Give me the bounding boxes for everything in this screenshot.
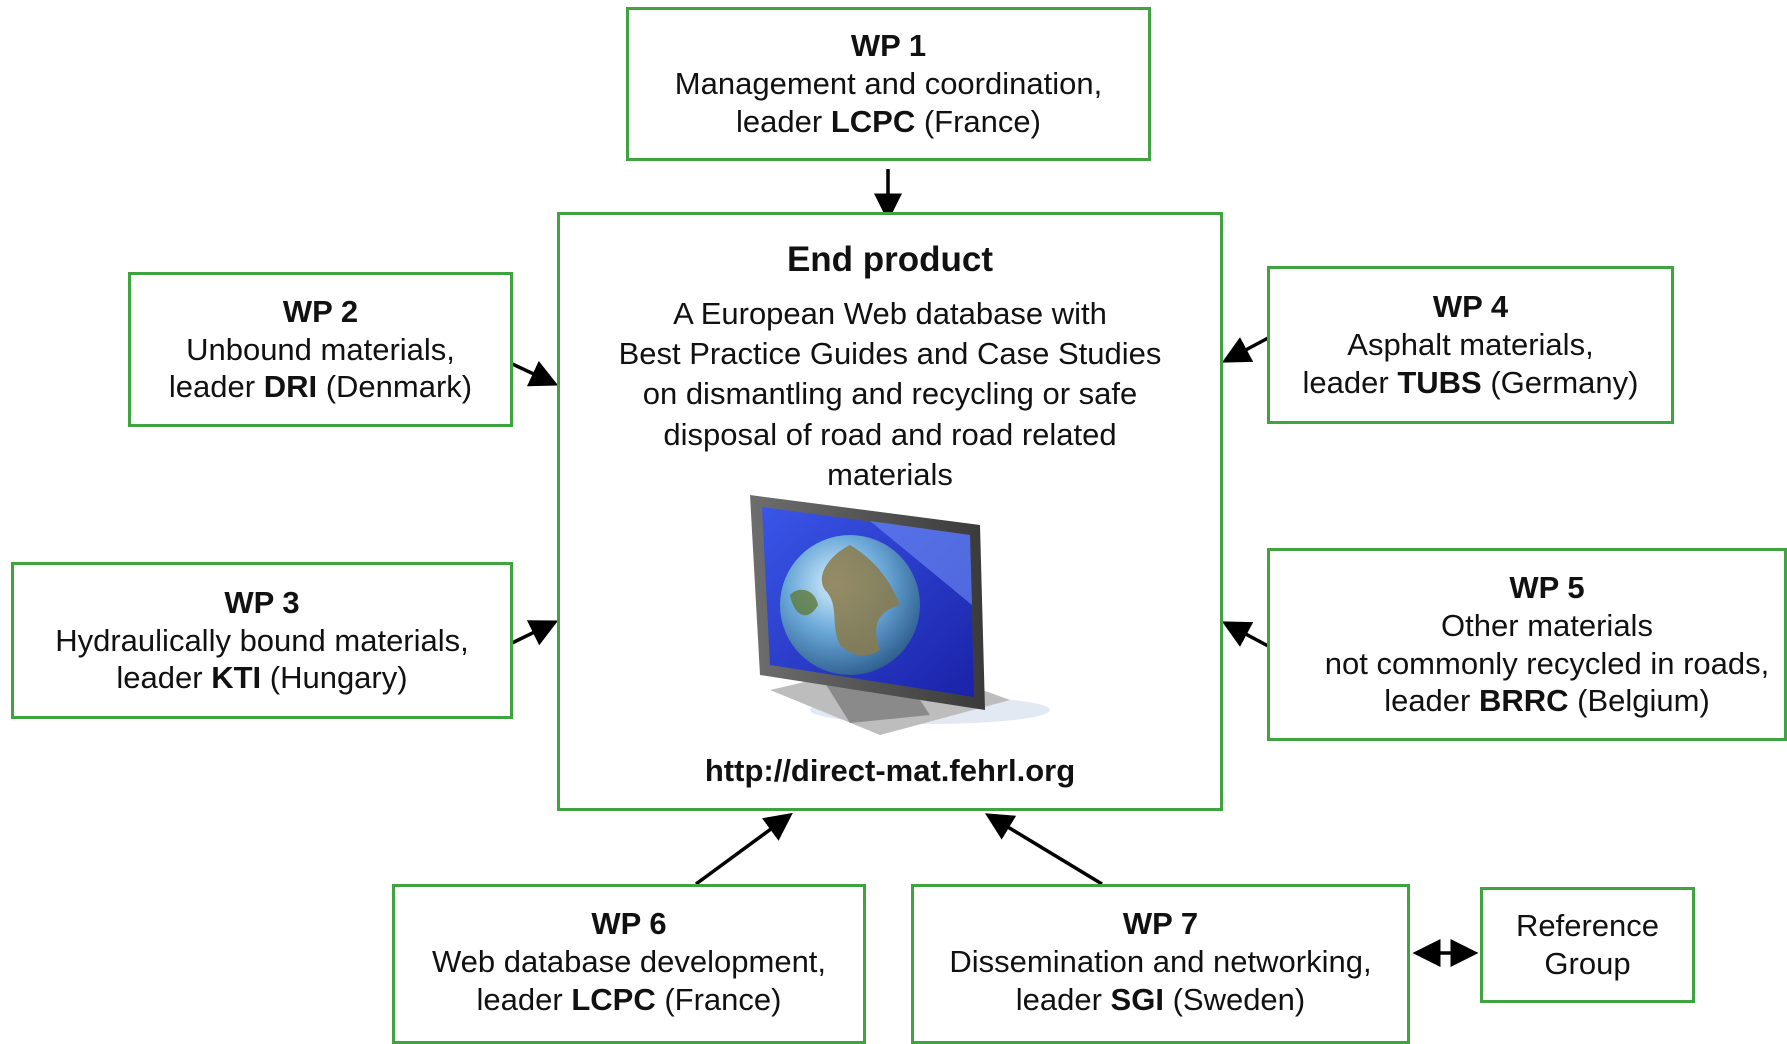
wp4-leader: TUBS: [1397, 364, 1482, 400]
wp3-title: WP 3: [224, 584, 300, 620]
wp2-title: WP 2: [282, 293, 359, 329]
arrow-wp5: [1221, 621, 1271, 649]
wp5-description-2: not commonly recycled in roads,: [1324, 645, 1770, 681]
wp4-title: WP 4: [1432, 289, 1509, 325]
computer-monitor-globe-icon: [750, 495, 1050, 735]
wp5-box: WP 5 Other materials not commonly recycl…: [1267, 548, 1787, 741]
wp4-box: WP 4 Asphalt materials, leader TUBS (Ger…: [1267, 266, 1674, 424]
end-product-description: A European Web database with Best Practi…: [618, 295, 1162, 492]
reference-group-line1: Reference: [1515, 908, 1660, 944]
wp3-leader-line: leader KTI (Hungary): [116, 660, 408, 696]
arrow-wp6: [694, 812, 793, 886]
arrow-wp4: [1221, 335, 1271, 363]
reference-group-box: Reference Group: [1480, 887, 1695, 1003]
wp2-box: WP 2 Unbound materials, leader DRI (Denm…: [128, 272, 513, 427]
wp1-title: WP 1: [850, 28, 927, 64]
wp1-leader: LCPC: [830, 103, 916, 139]
wp5-title: WP 5: [1509, 569, 1585, 605]
wp1-box: WP 1 Management and coordination, leader…: [626, 7, 1151, 161]
wp7-leader: SGI: [1110, 981, 1164, 1017]
end-product-title: End product: [786, 240, 994, 279]
wp6-title: WP 6: [591, 906, 667, 941]
wp5-leader: BRRC: [1478, 683, 1569, 719]
wp7-box: WP 7 Dissemination and networking, leade…: [911, 884, 1410, 1044]
wp2-leader: DRI: [263, 369, 318, 405]
wp3-description: Hydraulically bound materials,: [55, 622, 469, 658]
wp2-leader-line: leader DRI (Denmark): [168, 369, 473, 405]
wp7-leader-line: leader SGI (Sweden): [1015, 981, 1306, 1017]
end-product-url[interactable]: http://direct-mat.fehrl.org: [704, 753, 1076, 789]
wp7-description: Dissemination and networking,: [949, 943, 1372, 979]
wp3-leader: KTI: [211, 660, 262, 696]
arrow-wp3: [507, 620, 559, 647]
end-product-box: End product A European Web database with…: [557, 212, 1223, 811]
arrow-wp7: [985, 813, 1103, 886]
reference-group-line2: Group: [1544, 946, 1631, 981]
wp6-box: WP 6 Web database development, leader LC…: [392, 884, 866, 1044]
wp4-leader-line: leader TUBS (Germany): [1302, 364, 1639, 400]
wp5-description: Other materials: [1441, 607, 1653, 643]
wp6-leader-line: leader LCPC (France): [476, 981, 782, 1017]
wp2-description: Unbound materials,: [186, 331, 455, 367]
arrow-wp2: [507, 360, 559, 387]
wp6-description: Web database development,: [431, 943, 827, 979]
wp7-title: WP 7: [1122, 906, 1199, 941]
wp5-leader-line: leader BRRC (Belgium): [1384, 683, 1710, 719]
wp4-description: Asphalt materials,: [1347, 327, 1594, 363]
wp3-box: WP 3 Hydraulically bound materials, lead…: [11, 562, 513, 719]
wp1-description: Management and coordination,: [674, 66, 1103, 102]
wp6-leader: LCPC: [571, 981, 656, 1017]
wp1-leader-line: leader LCPC (France): [736, 103, 1041, 139]
